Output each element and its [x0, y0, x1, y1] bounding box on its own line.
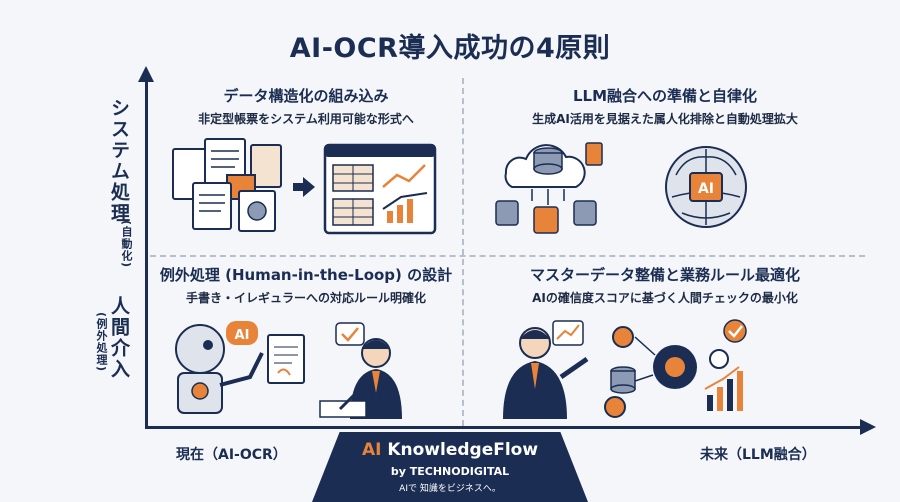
y-axis-sublabel-automation: (自動化) [120, 220, 133, 269]
quadrant-subtitle-bottom-right: AIの確信度スコアに基づく人間チェックの最小化 [532, 291, 798, 305]
ai-chip-label: AI [698, 181, 714, 197]
quadrant-title-top-left: データ構造化の組み込み [223, 87, 389, 105]
brand-company: by TECHNODIGITAL [390, 465, 510, 478]
y-axis-label-human: 人間介入 [108, 296, 130, 380]
quadrant-divider-horizontal [150, 255, 865, 257]
quadrant-subtitle-top-left: 非定型帳票をシステム利用可能な形式へ [198, 112, 414, 126]
quadrant-title-top-right: LLM融合への準備と自律化 [572, 87, 758, 105]
master-data-optimization-illustration [503, 319, 747, 419]
x-axis [145, 426, 863, 429]
cloud-database-network-icon [495, 142, 603, 234]
brand-ai-mark: AI [361, 440, 382, 460]
gear-process-icon [604, 326, 697, 418]
y-axis-sublabel-exception: (例外処理) [95, 312, 108, 373]
arrow-right-icon [293, 177, 315, 197]
quadrant-subtitle-bottom-left: 手書き・イレギュラーへの対応ルール明確化 [185, 291, 426, 305]
document-icon [267, 334, 305, 384]
quadrant-title-bottom-right: マスターデータ整備と業務ルール最適化 [529, 266, 800, 284]
x-axis-label-present: 現在（AI-OCR） [176, 447, 287, 463]
quadrant-divider-vertical [462, 78, 464, 426]
y-axis-label-system: システム処理 [108, 98, 130, 224]
quadrant-subtitle-top-right: 生成AI活用を見据えた属人化排除と自動処理拡大 [532, 112, 798, 126]
checkmark-chart-icon [704, 319, 747, 411]
x-axis-arrow [860, 419, 876, 435]
human-in-the-loop-illustration: AI [175, 321, 402, 419]
brand-tagline: AIで 知識をビジネスへ。 [399, 484, 501, 494]
paper-documents-icon [172, 138, 282, 232]
brand-logo-text: AI KnowledgeFlow [312, 440, 588, 460]
ai-speech-bubble-icon: AI [226, 321, 258, 345]
x-axis-label-future: 未来（LLM融合） [700, 447, 816, 463]
robot-icon [175, 324, 264, 414]
ai-brain-icon: AI [665, 146, 747, 228]
person-signing-icon [319, 322, 402, 419]
businessman-icon [503, 320, 589, 419]
page-title: AI-OCR導入成功の4原則 [289, 33, 611, 64]
document-structuring-illustration [172, 138, 437, 235]
llm-preparation-illustration: AI [495, 142, 747, 234]
ai-bubble-label: AI [235, 328, 250, 343]
y-axis-arrow [138, 66, 154, 82]
y-axis [145, 80, 148, 428]
quadrant-title-bottom-left: 例外処理 (Human-in-the-Loop) の設計 [159, 266, 453, 284]
spreadsheet-dashboard-icon [323, 143, 437, 235]
brand-name: KnowledgeFlow [387, 440, 539, 460]
brand-banner: AI KnowledgeFlow by TECHNODIGITAL AIで 知識… [312, 432, 588, 502]
